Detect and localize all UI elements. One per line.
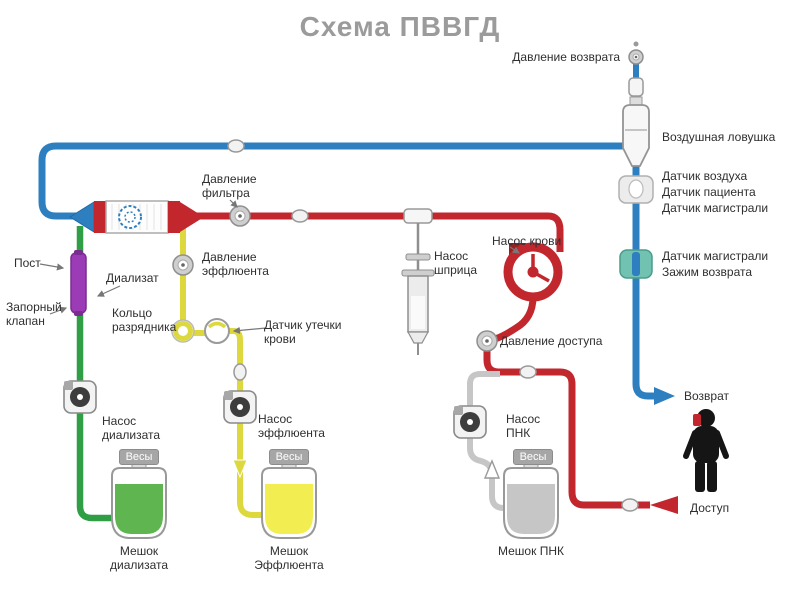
label-dialysate-bag: Мешок диализата	[109, 544, 169, 573]
access-funnel-icon	[650, 496, 678, 514]
return-arrow-icon	[654, 387, 675, 405]
pnk-line	[467, 371, 507, 511]
line-sensor-block	[618, 175, 654, 204]
label-air-sensor: Датчик воздуха	[662, 169, 748, 183]
effluent-pressure-sensor	[172, 254, 194, 276]
label-access-pressure: Давление доступа	[500, 334, 603, 348]
label-air-trap: Воздушная ловушка	[662, 130, 776, 144]
effluent-pump	[223, 390, 257, 424]
dialysate-line	[76, 226, 114, 522]
label-effluent-bag: Мешок Эффлюента	[254, 544, 324, 573]
label-dialysate: Диализат	[106, 271, 159, 285]
label-return-pressure: Давление возврата	[512, 50, 620, 64]
page-title: Схема ПВВГД	[299, 11, 501, 42]
access-pressure-sensor	[476, 330, 498, 352]
label-dialysate-pump: Насос диализата	[102, 414, 161, 443]
membrane-icon	[118, 205, 142, 229]
line-couplings	[227, 139, 639, 512]
scales-badge-effluent: Весы	[269, 449, 309, 465]
label-blood-leak-sensor: Датчик утечки крови	[264, 318, 342, 347]
label-discharge-ring: Кольцо разрядника	[112, 306, 177, 335]
label-return-clamp: Зажим возврата	[662, 265, 753, 279]
effluent-bag	[261, 460, 317, 539]
label-effluent-pressure: Давление эффлюента	[202, 250, 269, 279]
pnk-bag	[503, 460, 559, 539]
label-shutoff-valve: Запорный клапан	[6, 300, 62, 329]
pnk-pump	[453, 405, 487, 439]
scales-badge-pnk: Весы	[513, 449, 553, 465]
blood-line	[192, 212, 678, 514]
label-pnk-bag: Мешок ПНК	[498, 544, 564, 558]
scales-badge-dialysate: Весы	[119, 449, 159, 465]
shutoff-valve	[70, 250, 87, 316]
label-pnk-pump: Насос ПНК	[506, 412, 541, 441]
dialysate-bag	[111, 460, 167, 539]
label-line-sensor: Датчик магистрали	[662, 201, 769, 215]
coupling-icon	[233, 363, 247, 381]
label-access: Доступ	[690, 501, 730, 515]
syringe-pump-device	[401, 208, 435, 355]
label-line-sensor-2: Датчик магистрали	[662, 249, 769, 263]
filter-pressure-sensor	[229, 205, 251, 227]
label-patient-sensor: Датчик пациента	[662, 185, 756, 199]
discharge-ring	[171, 319, 195, 343]
label-return: Возврат	[684, 389, 729, 403]
air-trap	[622, 77, 650, 167]
blood-leak-detector	[204, 318, 230, 344]
coupling-icon	[621, 498, 639, 512]
return-pressure-sensor	[628, 41, 644, 65]
dialysate-pump	[63, 380, 97, 414]
label-syringe-pump: Насос шприца	[434, 249, 478, 278]
return-clamp	[619, 249, 653, 279]
coupling-icon	[291, 209, 309, 223]
leader-arrows	[39, 199, 520, 335]
patient-figure	[683, 409, 729, 492]
dialyzer-filter	[69, 200, 204, 234]
label-blood-pump: Насос крови	[492, 234, 562, 248]
catheter-icon	[693, 414, 701, 426]
label-post: Пост	[14, 256, 41, 270]
blood-pump	[503, 242, 563, 302]
effluent-flow-arrow-icon	[232, 459, 248, 479]
pnk-flow-arrow-icon	[483, 459, 501, 479]
label-effluent-pump: Насос эффлюента	[258, 412, 325, 441]
coupling-icon	[227, 139, 245, 153]
label-filter-pressure: Давление фильтра	[202, 172, 257, 201]
coupling-icon	[519, 365, 537, 379]
